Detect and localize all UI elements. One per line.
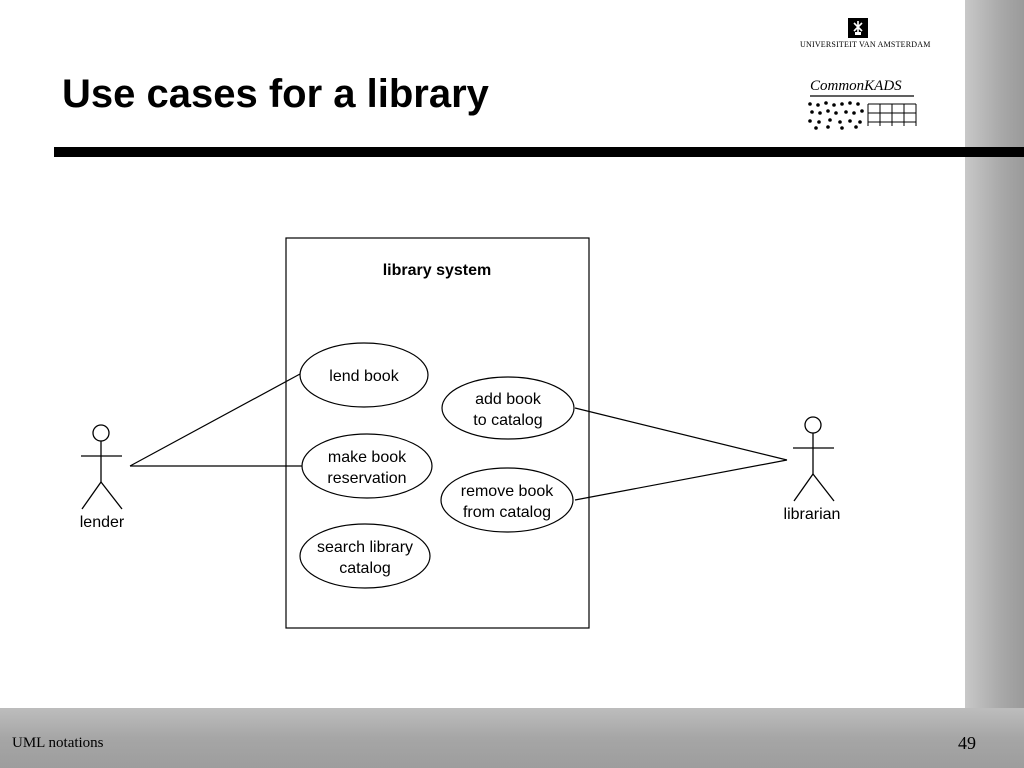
page-number: 49 xyxy=(958,733,976,753)
use-case-label: lend book xyxy=(329,368,399,385)
use-case-label: to catalog xyxy=(473,412,542,429)
logo-dot xyxy=(808,119,812,123)
title-divider xyxy=(54,147,1024,157)
logo-dot xyxy=(852,111,856,115)
association-lender-lend-book xyxy=(129,373,301,467)
actor-label-lender: lender xyxy=(80,514,125,531)
slide-title: Use cases for a library xyxy=(62,72,489,116)
logo-dot xyxy=(840,102,844,106)
logo-dot xyxy=(848,119,852,123)
bottom-gray-band xyxy=(0,708,1024,768)
commonkads-logo-text: CommonKADS xyxy=(810,78,902,94)
use-case-label: make book xyxy=(328,449,407,466)
commonkads-grid-icon xyxy=(808,95,917,130)
logo-dot xyxy=(856,102,860,106)
association-librarian-remove-book xyxy=(574,459,788,501)
use-case-label: reservation xyxy=(327,470,406,487)
logo-dot xyxy=(840,126,844,130)
system-boundary xyxy=(285,237,590,629)
logo-dot xyxy=(814,126,818,130)
logo-dot xyxy=(832,103,836,107)
use-case-search-catalog: search library catalog xyxy=(299,523,431,589)
uva-logo-text: UNIVERSITEIT VAN AMSTERDAM xyxy=(800,40,931,49)
uva-crest-icon xyxy=(848,18,868,38)
use-case-add-book: add book to catalog xyxy=(441,376,575,440)
association-librarian-add-book xyxy=(574,407,788,461)
logo-dot xyxy=(824,101,828,105)
right-gray-band xyxy=(965,0,1024,768)
commonkads-logo: CommonKADS xyxy=(806,78,918,132)
logo-dot xyxy=(818,111,822,115)
logo-dot xyxy=(860,109,864,113)
logo-dot xyxy=(858,120,862,124)
actor-head-icon xyxy=(92,424,110,442)
use-case-label: from catalog xyxy=(463,504,551,521)
use-case-label: add book xyxy=(475,391,542,408)
use-case-make-reservation: make book reservation xyxy=(301,433,433,499)
actor-label-librarian: librarian xyxy=(784,506,841,523)
logo-dot xyxy=(817,120,821,124)
logo-dot xyxy=(808,102,812,106)
actor-head-icon xyxy=(804,416,822,434)
uva-logo: UNIVERSITEIT VAN AMSTERDAM xyxy=(800,18,931,49)
logo-dot xyxy=(826,109,830,113)
actor-lender xyxy=(81,424,123,510)
use-case-remove-book: remove book from catalog xyxy=(440,467,574,533)
use-case-label: catalog xyxy=(339,560,391,577)
logo-dot xyxy=(828,118,832,122)
actor-librarian xyxy=(793,416,835,502)
use-case-lend-book: lend book xyxy=(299,342,429,408)
logo-dot xyxy=(838,120,842,124)
use-case-label: search library xyxy=(317,539,413,556)
logo-dot xyxy=(826,125,830,129)
logo-dot xyxy=(834,111,838,115)
use-case-label: remove book xyxy=(461,483,554,500)
logo-dot xyxy=(844,110,848,114)
logo-dot xyxy=(810,110,814,114)
logo-dot xyxy=(848,101,852,105)
system-name: library system xyxy=(383,262,492,279)
logo-dot xyxy=(816,103,820,107)
logo-dot xyxy=(854,125,858,129)
footer-section-name: UML notations xyxy=(12,735,104,751)
